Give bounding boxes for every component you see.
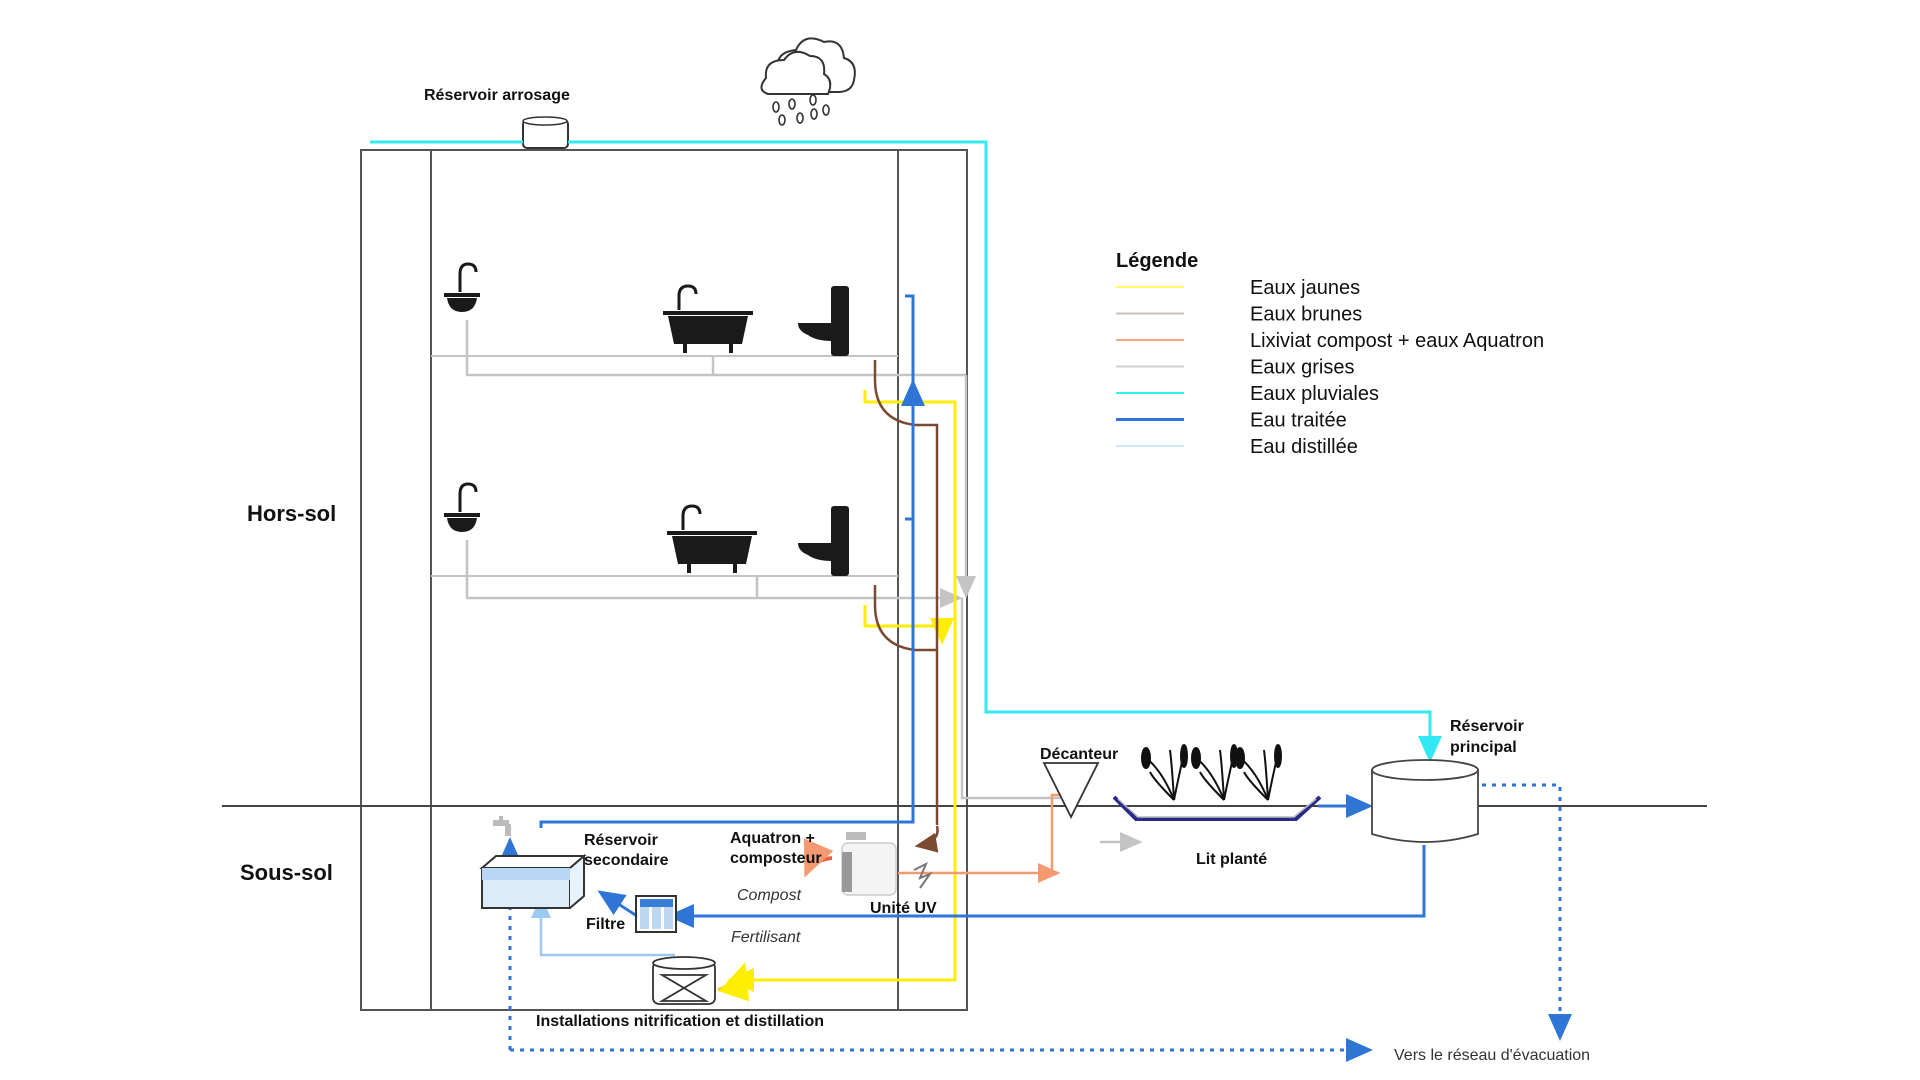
toilet-icon: [798, 286, 849, 356]
aquatron-label-1: Aquatron +: [730, 830, 815, 847]
greywater-pipe: [465, 320, 1143, 852]
drain-label: Vers le réseau d'évacuation: [1394, 1047, 1590, 1064]
faucet-icon: [493, 816, 511, 836]
aquatron-composter-icon: [841, 832, 897, 896]
zone-label-below: Sous-sol: [240, 860, 333, 885]
zone-label-above: Hors-sol: [247, 501, 336, 526]
nitrification-label: Installations nitrification et distillat…: [536, 1013, 824, 1030]
planted-bed-label: Lit planté: [1196, 851, 1267, 868]
secondary-tank-label-1: Réservoir: [584, 832, 658, 849]
main-tank-icon: [1371, 759, 1479, 843]
bathtub-icon: [663, 284, 753, 353]
legend-label: Eaux jaunes: [1250, 277, 1360, 299]
leachate-pipe: [898, 793, 1061, 883]
sink-icon: [444, 482, 480, 532]
filter-label: Filtre: [586, 916, 625, 933]
uv-unit-label: Unité UV: [870, 900, 937, 917]
fertilizer-arrow: [717, 962, 750, 1002]
brownwater-pipe: [873, 360, 939, 853]
drain-pipe: [498, 783, 1572, 1062]
nitrification-unit-icon: [652, 956, 716, 1005]
secondary-tank-label-2: secondaire: [584, 852, 669, 869]
distilled-water-pipe: [531, 895, 675, 957]
legend-title: Légende: [1116, 250, 1198, 272]
aquatron-label-2: composteur: [730, 850, 822, 867]
settler-icon: [1042, 762, 1100, 820]
legend-label: Eau distillée: [1250, 436, 1358, 458]
legend-label: Eau traitée: [1250, 410, 1347, 432]
bathtub-icon: [667, 504, 757, 573]
rainwater-pipe: [370, 140, 1442, 763]
legend-label: Lixiviat compost + eaux Aquatron: [1250, 330, 1544, 352]
reed-plants-icon: [1141, 744, 1282, 801]
legend-label: Eaux pluviales: [1250, 383, 1379, 405]
legend-label: Eaux grises: [1250, 357, 1355, 379]
settler-label: Décanteur: [1040, 746, 1118, 763]
treated-water-pipe: [539, 294, 1426, 928]
main-tank-label-1: Réservoir: [1450, 718, 1524, 735]
compost-label: Compost: [737, 887, 802, 904]
sink-icon: [444, 262, 480, 312]
secondary-tank-icon: [479, 853, 587, 909]
legend-label: Eaux brunes: [1250, 304, 1362, 326]
irrigation-tank-icon: [522, 116, 569, 149]
irrigation-tank-label: Réservoir arrosage: [424, 87, 570, 104]
filter-icon: [635, 895, 677, 933]
fertilizer-label: Fertilisant: [731, 929, 801, 946]
uv-unit-icon: [913, 861, 933, 889]
compost-arrow: [803, 838, 834, 878]
toilet-icon: [798, 506, 849, 576]
planted-bed-icon: [1112, 795, 1322, 821]
main-tank-label-2: principal: [1450, 739, 1517, 756]
rain-cloud-icon: [760, 37, 856, 126]
